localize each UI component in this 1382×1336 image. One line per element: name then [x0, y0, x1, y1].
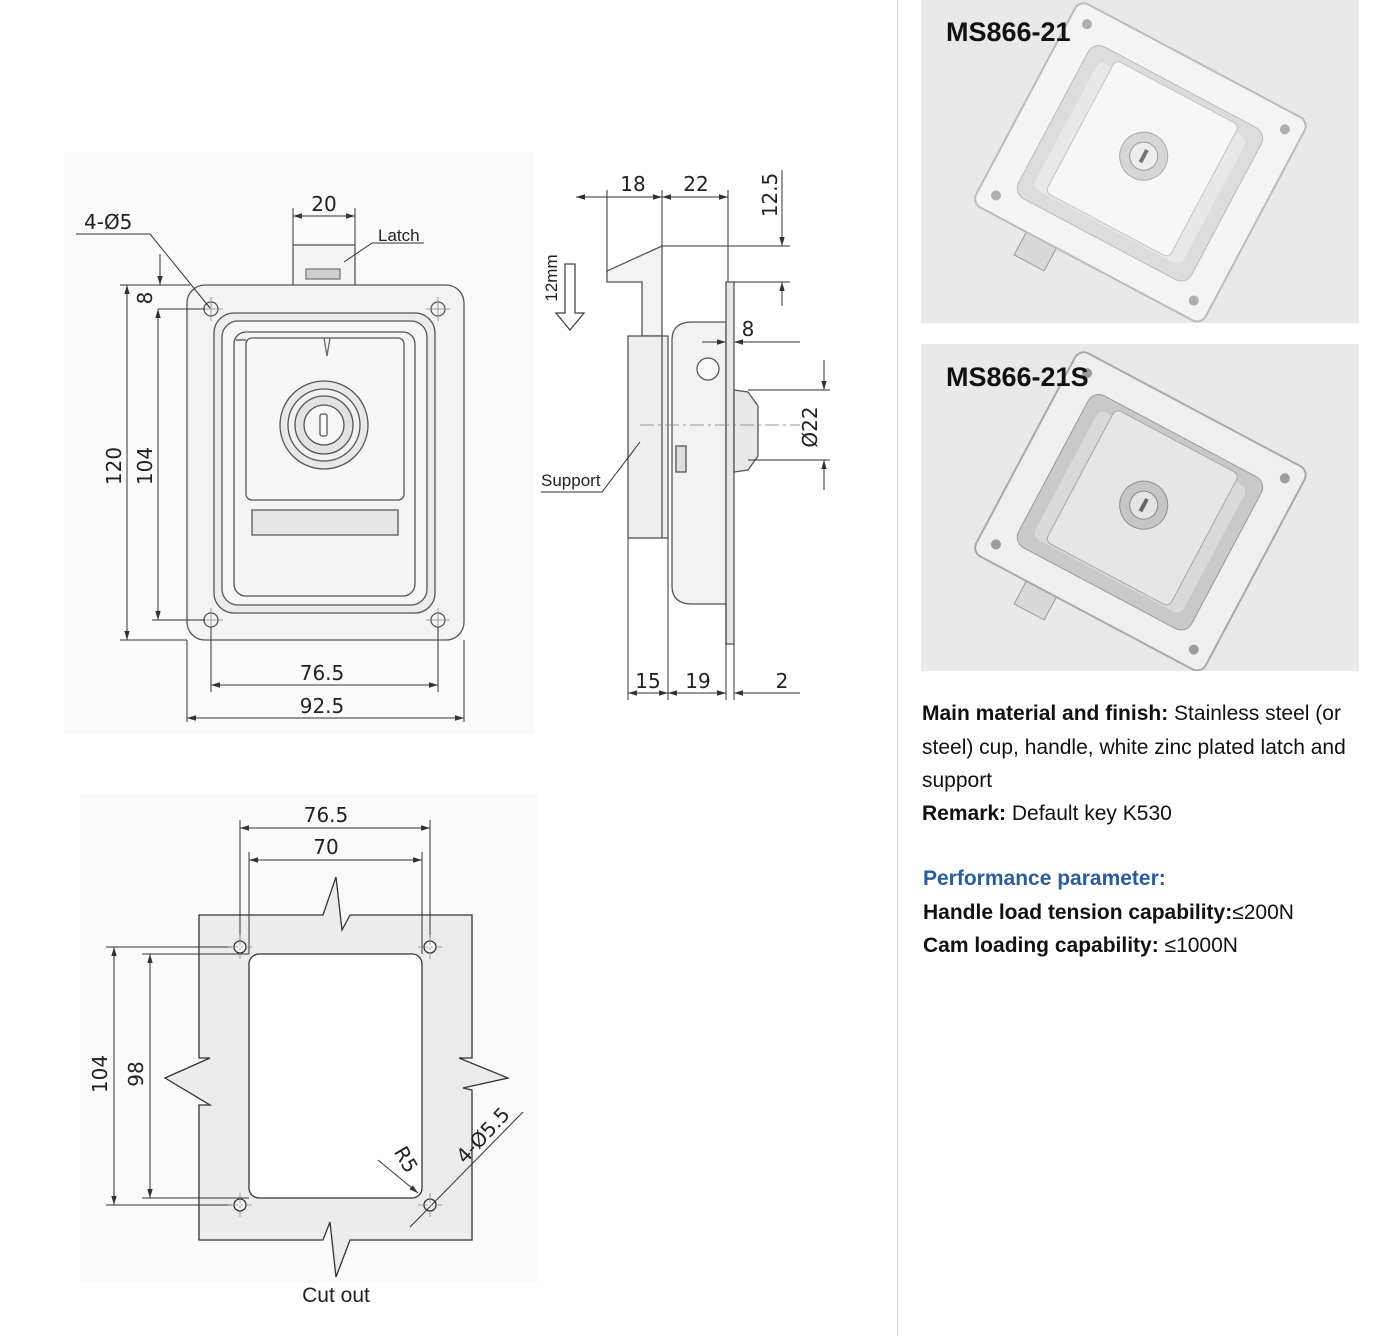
performance-title: Performance parameter:: [923, 867, 1166, 890]
remark-value: Default key K530: [1006, 802, 1172, 825]
latch-illustration-stainless: [974, 351, 1307, 672]
performance-section: Performance parameter: Handle load tensi…: [923, 862, 1363, 963]
dim-width-inner: 76.5: [300, 661, 345, 685]
remark-spec: Remark: Default key K530: [922, 797, 1362, 831]
dim-dia22: Ø22: [798, 406, 822, 447]
dim-18: 18: [620, 172, 645, 196]
handle-load-label: Handle load tension capability:: [923, 900, 1233, 924]
dim-latch-width: 20: [311, 192, 336, 216]
column-divider: [897, 0, 898, 1336]
material-value: Stainless steel (or steel) cup, handle, …: [922, 702, 1346, 792]
travel-label: 12mm: [542, 254, 561, 301]
front-view: [186, 244, 465, 641]
dim-top-offset: 8: [133, 292, 157, 305]
dim-width-outer: 92.5: [300, 694, 345, 718]
dim-height-inner: 104: [133, 447, 157, 485]
latch-label: Latch: [378, 226, 420, 245]
remark-label: Remark:: [922, 802, 1007, 825]
cutout-dim-104: 104: [88, 1055, 112, 1093]
cutout-dim-98: 98: [124, 1061, 148, 1086]
support-label: Support: [541, 471, 601, 490]
latch-illustration-white: [974, 2, 1307, 323]
dim-22: 22: [683, 172, 708, 196]
side-view: [606, 244, 759, 645]
material-label: Main material and finish:: [922, 702, 1169, 725]
cutout-view: [163, 876, 511, 1278]
support-shape: [627, 335, 669, 539]
handle-load-value: ≤200N: [1232, 900, 1294, 924]
cam-load-row: Cam loading capability: ≤1000N: [923, 929, 1363, 963]
dim-15: 15: [635, 669, 660, 693]
cutout-dim-76-5: 76.5: [304, 803, 349, 827]
cutout-caption: Cut out: [302, 1284, 370, 1307]
product-model-1: MS866-21: [946, 17, 1071, 47]
travel-arrow: [554, 263, 586, 332]
technical-drawing: 20 Latch 4-Ø5 8 120 104 76.5 92.5: [76, 170, 830, 1307]
dim-19: 19: [685, 669, 710, 693]
material-spec: Main material and finish: Stainless stee…: [922, 697, 1362, 798]
cam-load-label: Cam loading capability:: [923, 934, 1159, 957]
dim-2: 2: [776, 669, 789, 693]
cutout-dim-70: 70: [313, 835, 338, 859]
dim-8: 8: [742, 317, 755, 341]
handle-load-row: Handle load tension capability:≤200N: [923, 896, 1363, 930]
holes-label: 4-Ø5: [84, 210, 132, 234]
dim-height-outer: 120: [102, 447, 126, 485]
product-photo-ms866-21: MS866-21: [921, 0, 1359, 323]
cutout-opening: [248, 953, 423, 1199]
product-photo-ms866-21s: MS866-21S: [921, 344, 1359, 672]
dim-12-5: 12.5: [758, 173, 782, 218]
latch-shape: [292, 244, 356, 288]
product-model-2: MS866-21S: [946, 362, 1089, 392]
cam-load-value: ≤1000N: [1158, 934, 1238, 957]
